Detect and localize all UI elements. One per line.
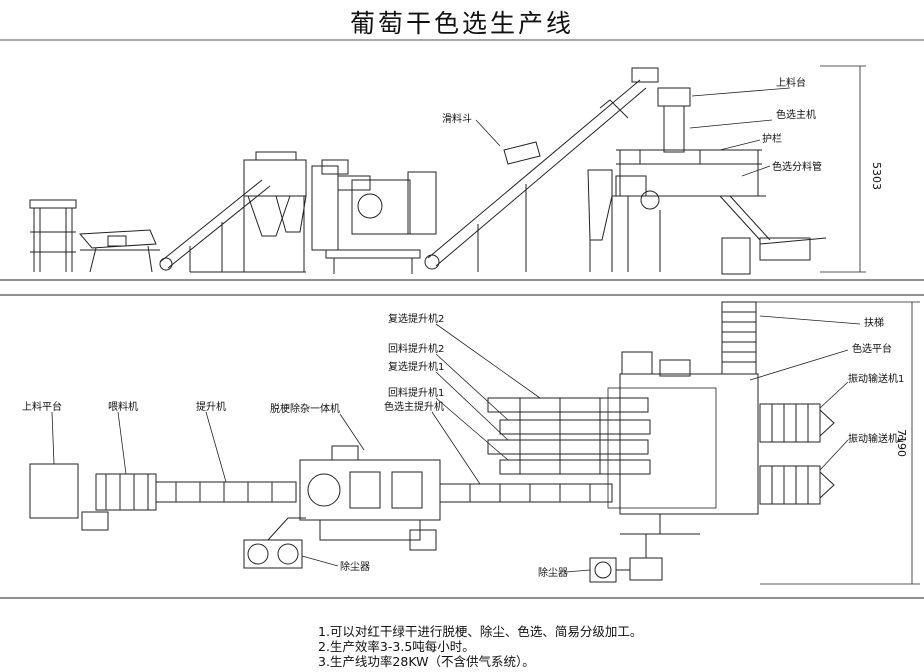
dust-collector-left [243, 517, 306, 569]
label-main-elevator: 色选主提升机 [384, 400, 444, 413]
feeder-side [78, 229, 160, 273]
label-dust-collector-right: 除尘器 [538, 566, 568, 579]
label-chute: 滑料斗 [442, 112, 472, 125]
loading-table [29, 199, 77, 272]
label-resort-elevator-1: 复选提升机1 [388, 360, 444, 373]
vibrating-conveyor-2-plan [759, 465, 835, 505]
sorter-platform-side [587, 87, 827, 275]
label-destemmer-cleaner: 脱梗除杂一体机 [270, 402, 340, 415]
side-leaders [475, 87, 791, 177]
plan-leaders [51, 315, 861, 573]
label-sorter-platform: 色选平台 [852, 342, 892, 355]
main-elevator-plan [439, 483, 613, 503]
loading-platform-box [29, 463, 79, 519]
cyclone-unit [190, 151, 307, 273]
destemmer-plan [299, 445, 441, 551]
label-dust-collector-left: 除尘器 [340, 560, 370, 573]
label-feeding-platform: 上料台 [776, 76, 806, 89]
note-line: 2.生产效率3-3.5吨每小时。 [318, 639, 475, 654]
drawing-title: 葡萄干色选生产线 [349, 9, 574, 38]
dimension-height: 5303 [870, 162, 883, 190]
note-line: 3.生产线功率28KW（不含供气系统）。 [318, 654, 535, 669]
label-recycle-elevator-2: 回料提升机2 [388, 342, 444, 355]
dust-collector-right [589, 534, 663, 583]
label-guardrail: 护栏 [762, 132, 782, 145]
label-vibrating-conveyor-1: 振动输送机1 [848, 372, 904, 385]
label-loading-platform: 上料平台 [22, 400, 62, 413]
frame-lines [0, 39, 924, 599]
plan-view [29, 301, 920, 585]
label-feeder: 喂料机 [108, 400, 138, 413]
main-incline-conveyor [424, 67, 659, 272]
label-elevator: 提升机 [196, 400, 226, 413]
length-dimension-line [756, 301, 920, 585]
label-sorter-pipe: 色选分料管 [772, 160, 822, 173]
ladder-plan [721, 301, 757, 375]
text-labels: 上料台 色选主机 护栏 色选分料管 滑料斗 5303 上料平台 喂料机 提升机 … [22, 76, 908, 579]
side-elevation-view [29, 65, 866, 275]
vibrating-conveyor-1-plan [759, 403, 835, 443]
elevators-group [487, 397, 651, 475]
height-dimension-line [820, 65, 866, 273]
dimension-length: 7190 [895, 429, 908, 457]
feeder-plan [81, 473, 157, 531]
label-recycle-elevator-1: 回料提升机1 [388, 386, 444, 399]
label-ladder: 扶梯 [864, 316, 884, 329]
incline-conveyor-1 [159, 179, 271, 272]
label-color-sorter: 色选主机 [776, 108, 816, 121]
destemmer-side [311, 159, 437, 274]
elevator-plan [155, 481, 297, 503]
note-line: 1.可以对红干绿干进行脱梗、除尘、色选、简易分级加工。 [318, 624, 643, 639]
sorter-platform-plan [607, 351, 759, 535]
label-resort-elevator-2: 复选提升机2 [388, 312, 444, 325]
label-vibrating-conveyor-2: 振动输送机2 [848, 432, 904, 445]
technical-notes: 1.可以对红干绿干进行脱梗、除尘、色选、简易分级加工。 2.生产效率3-3.5吨… [318, 624, 642, 669]
